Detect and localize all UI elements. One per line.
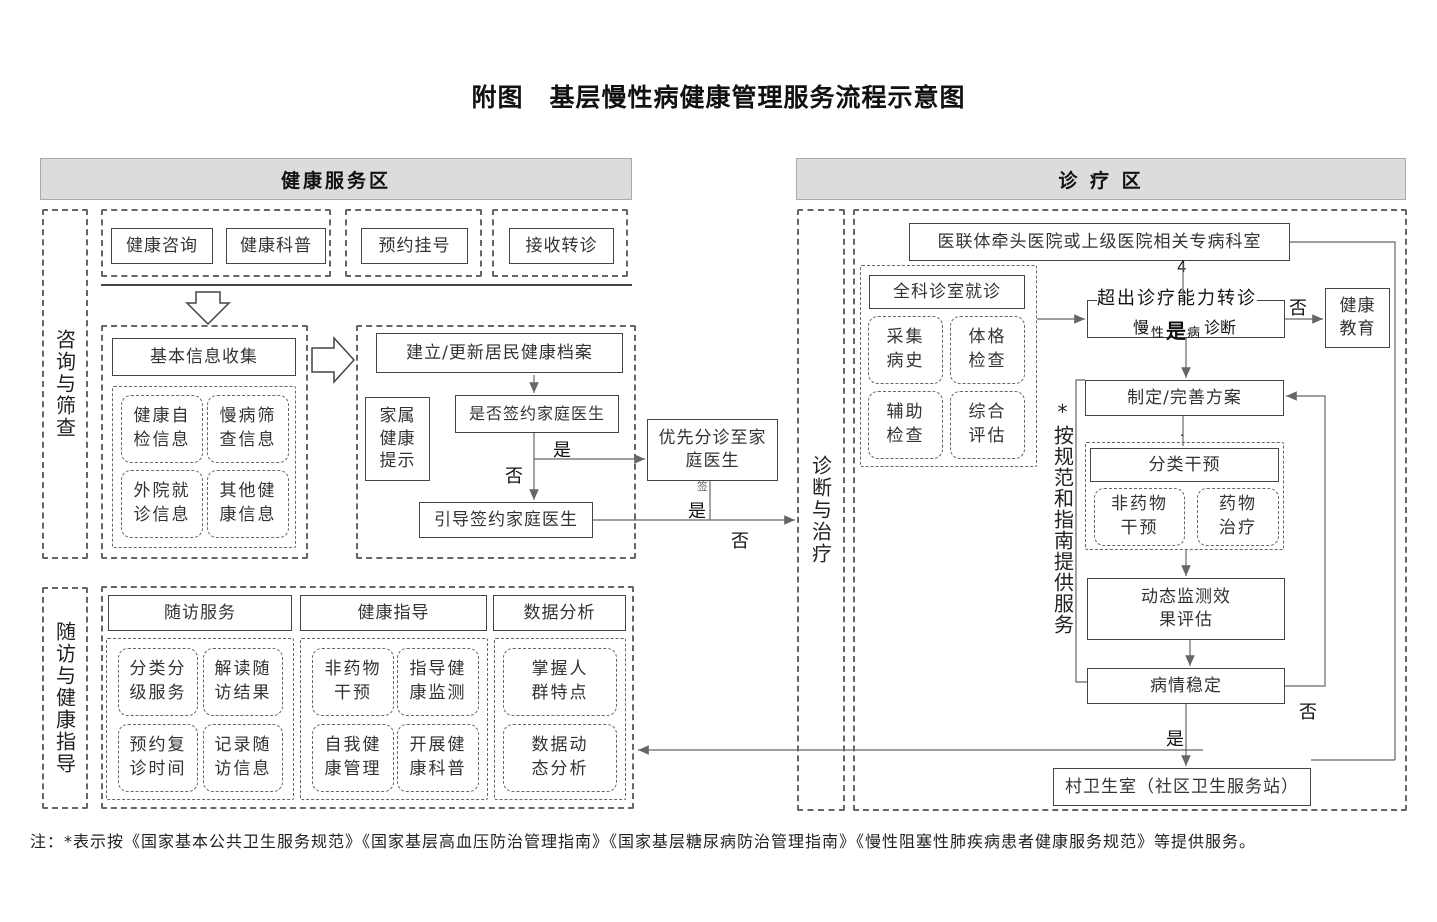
fu-appointment: 预约复诊时间 xyxy=(118,724,198,792)
monitor-box: 动态监测效果评估 xyxy=(1087,578,1285,640)
top-services-group-2 xyxy=(345,209,482,277)
gp-history: 采集病史 xyxy=(868,316,943,384)
guide-small-mark: 签 xyxy=(697,480,708,493)
guide-yes-label: 是 xyxy=(688,501,706,522)
stable-no-label: 否 xyxy=(1299,702,1317,723)
fu-interpret: 解读随访结果 xyxy=(203,648,283,716)
fu-classify: 分类分级服务 xyxy=(118,648,198,716)
referral-text-2d: 诊断 xyxy=(1204,318,1237,337)
gp-physical: 体格检查 xyxy=(950,316,1025,384)
referral-no-label: 否 xyxy=(1289,298,1307,319)
family-hint-box: 家属健康提示 xyxy=(365,397,430,481)
signed-no-label: 否 xyxy=(505,466,523,487)
village-clinic-box: 村卫生室（社区卫生服务站） xyxy=(1053,768,1311,806)
followup-col-3 xyxy=(494,638,626,800)
gp-visit-box: 全科诊室就诊 xyxy=(869,275,1025,309)
number-mark: 4 xyxy=(1177,258,1187,276)
da-population: 掌握人群特点 xyxy=(503,648,617,716)
referral-yes-label: 是 xyxy=(1166,319,1186,343)
service-appointment: 预约挂号 xyxy=(361,228,468,264)
drug-box: 药物治疗 xyxy=(1197,488,1279,546)
plan-box: 制定/完善方案 xyxy=(1085,380,1284,416)
diagnosis-side-panel xyxy=(797,209,845,811)
basic-info-group xyxy=(101,325,308,559)
da-dynamic: 数据动态分析 xyxy=(503,724,617,792)
info-external-visit: 外院就诊信息 xyxy=(121,470,203,538)
health-edu-box: 健康教育 xyxy=(1325,288,1390,348)
records-group xyxy=(356,325,636,559)
service-receive-referral: 接收转诊 xyxy=(509,228,614,264)
intervention-box: 分类干预 xyxy=(1090,448,1279,482)
service-health-science: 健康科普 xyxy=(226,228,326,264)
non-drug-box: 非药物干预 xyxy=(1094,488,1185,546)
plan-dot: . xyxy=(1180,425,1184,439)
followup-header-guidance: 健康指导 xyxy=(300,595,487,631)
intervention-group xyxy=(1085,442,1284,550)
establish-record-box: 建立/更新居民健康档案 xyxy=(376,333,623,373)
signed-question-box: 是否签约家庭医生 xyxy=(455,395,619,433)
guide-no-label: 否 xyxy=(731,531,749,552)
followup-col-2 xyxy=(300,638,488,800)
priority-triage-box: 优先分诊至家庭医生 xyxy=(647,419,778,481)
zone-header-clinic: 诊 疗 区 xyxy=(796,158,1406,200)
stable-box: 病情稳定 xyxy=(1087,668,1285,704)
signed-yes-label: 是 xyxy=(553,440,571,461)
info-self-check: 健康自检信息 xyxy=(121,395,203,463)
upper-hospital-box: 医联体牵头医院或上级医院相关专病科室 xyxy=(909,223,1290,261)
basic-info-items-group xyxy=(112,386,296,548)
gp-assessment: 综合评估 xyxy=(950,391,1025,459)
guide-sign-box: 引导签约家庭医生 xyxy=(419,502,593,538)
consult-side-label: 咨询与筛查 xyxy=(52,329,77,439)
clinic-main-panel xyxy=(853,209,1407,811)
gp-auxiliary: 辅助检查 xyxy=(868,391,943,459)
fu-record: 记录随访信息 xyxy=(203,724,283,792)
info-other-health: 其他健康信息 xyxy=(207,470,289,538)
service-health-consult: 健康咨询 xyxy=(111,228,213,264)
page-title: 附图 基层慢性病健康管理服务流程示意图 xyxy=(471,83,966,112)
referral-text-2b: 性 xyxy=(1151,326,1165,341)
referral-text-2a: 慢 xyxy=(1133,318,1150,337)
hg-monitor: 指导健康监测 xyxy=(397,648,479,716)
followup-side-label: 随访与健康指导 xyxy=(52,621,77,775)
zone-header-health-service: 健康服务区 xyxy=(40,158,632,200)
referral-text-2c: 病 xyxy=(1187,326,1201,341)
guideline-side-label: *按规范和指南提供服务 xyxy=(1050,400,1075,635)
followup-group xyxy=(101,586,634,809)
top-services-group-3 xyxy=(492,209,628,277)
consult-side-panel xyxy=(42,209,88,559)
stable-yes-label: 是 xyxy=(1166,729,1184,750)
hg-self-manage: 自我健康管理 xyxy=(312,724,394,792)
diagnosis-side-label: 诊断与治疗 xyxy=(808,455,833,565)
basic-info-header: 基本信息收集 xyxy=(112,338,296,376)
top-services-group-1 xyxy=(101,209,331,277)
hg-science: 开展健康科普 xyxy=(397,724,479,792)
gp-group xyxy=(860,265,1037,467)
referral-text: 超出诊疗能力转诊 xyxy=(1097,284,1257,310)
followup-header-analysis: 数据分析 xyxy=(493,595,626,631)
followup-col-1 xyxy=(106,638,294,800)
footnote: 注：*表示按《国家基本公共卫生服务规范》《国家基层高血压防治管理指南》《国家基层… xyxy=(30,832,1257,851)
followup-header-visit: 随访服务 xyxy=(108,595,292,631)
info-chronic-screen: 慢病筛查信息 xyxy=(207,395,289,463)
followup-side-panel xyxy=(42,587,88,809)
hg-non-drug: 非药物干预 xyxy=(312,648,394,716)
